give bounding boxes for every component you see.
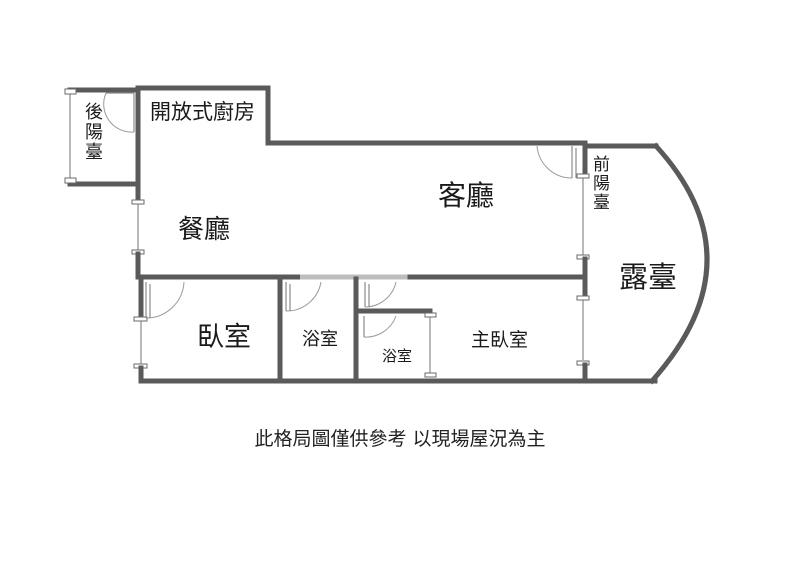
living-room-door (536, 145, 577, 179)
label-terrace: 露臺 (619, 260, 678, 294)
label-bathroom-2: 浴室 (382, 347, 413, 365)
label-rear-balcony: 後陽臺 (82, 102, 103, 162)
main-outer-walls (131, 85, 588, 384)
bathroom-1-door (285, 281, 322, 312)
label-open-kitchen: 開放式廚房 (150, 100, 255, 124)
front-balcony-wall (576, 140, 590, 384)
master-bedroom-door (364, 281, 397, 308)
label-bathroom-1: 浴室 (302, 329, 338, 350)
bedroom-door (145, 281, 185, 319)
terrace-walls (582, 142, 710, 385)
rear-balcony-walls (64, 87, 141, 187)
label-master-bedroom: 主臥室 (471, 329, 529, 351)
disclaimer-text: 此格局圖僅供參考 以現場屋況為主 (254, 428, 546, 450)
label-dining-room: 餐廳 (178, 215, 231, 245)
bathroom-2-door (363, 315, 397, 338)
label-front-balcony: 前陽臺 (589, 155, 609, 212)
label-bedroom: 臥室 (197, 322, 251, 353)
rear-balcony-door (103, 92, 135, 133)
label-living-room: 客廳 (438, 179, 495, 212)
